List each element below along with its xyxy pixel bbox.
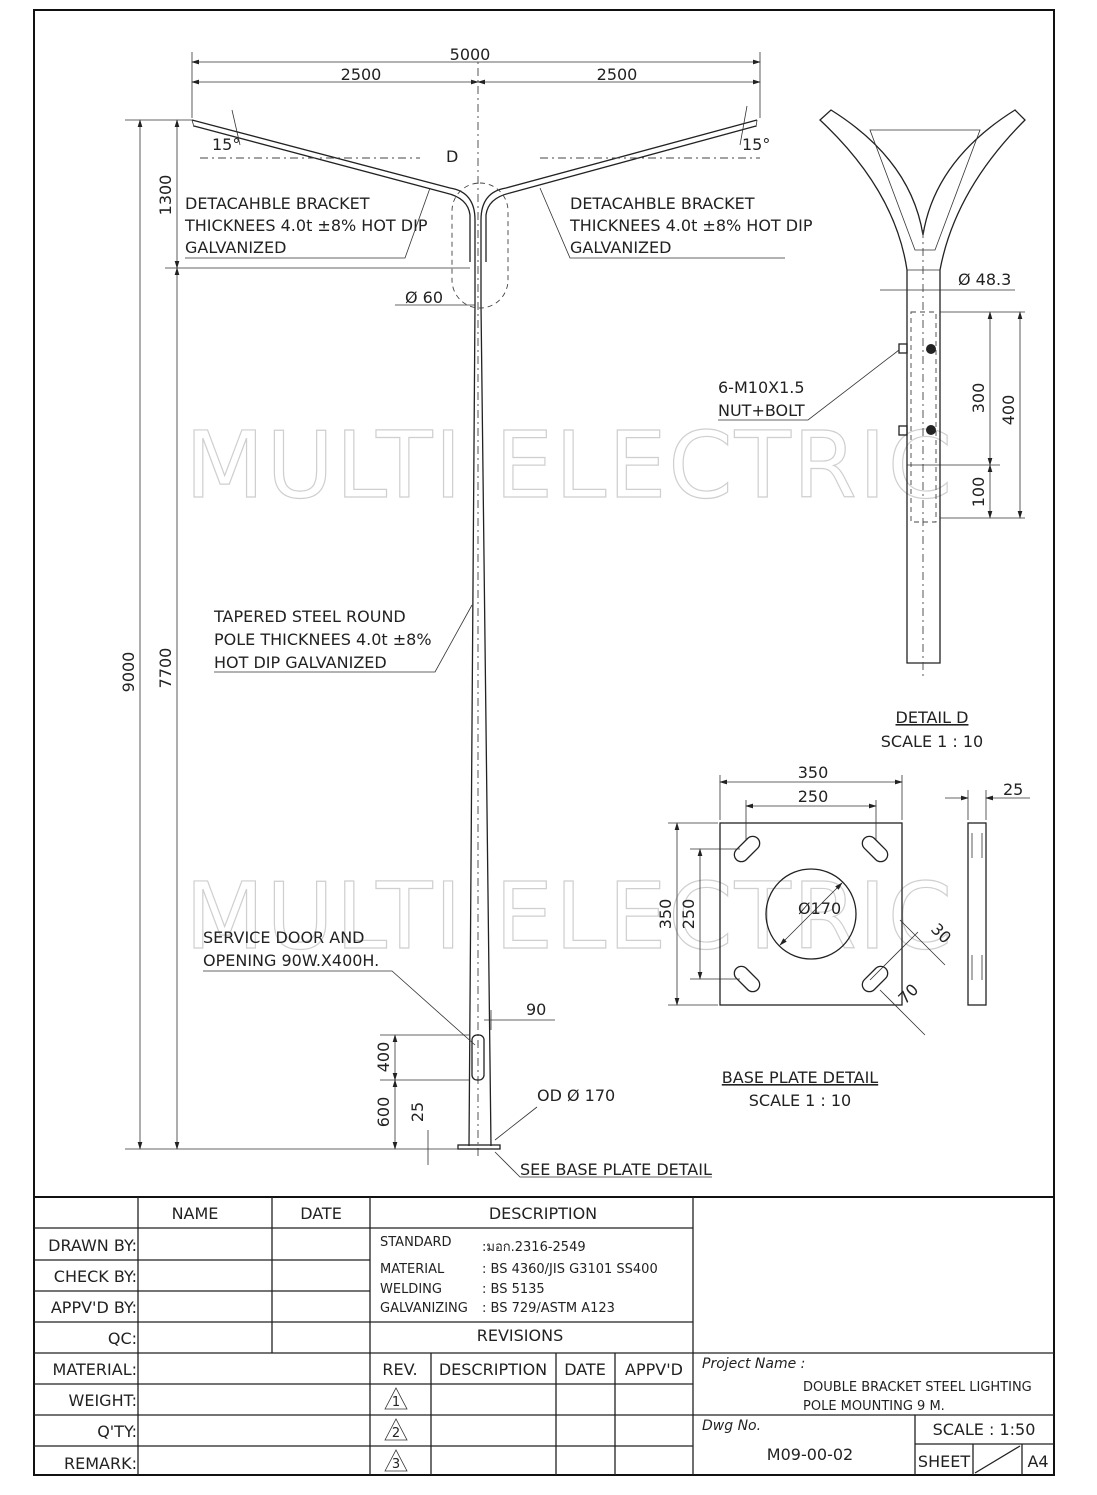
note-line: POLE THICKNEES 4.0t ±8%: [214, 630, 432, 649]
rev-col: DESCRIPTION: [439, 1360, 547, 1379]
pole-elevation: [191, 50, 760, 1160]
rev-number: 2: [392, 1426, 400, 1441]
dim-h350: 350: [656, 899, 675, 930]
rev-number: 3: [392, 1457, 400, 1472]
project-name: POLE MOUNTING 9 M.: [803, 1399, 945, 1414]
revisions-title: REVISIONS: [477, 1326, 563, 1345]
spec-value: : BS 5135: [482, 1282, 545, 1297]
dim-7700: 7700: [156, 648, 175, 689]
spec-label: WELDING: [380, 1282, 442, 1297]
dim-2500-left: 2500: [341, 65, 382, 84]
row-label: CHECK BY:: [54, 1267, 137, 1286]
rev-number: 1: [392, 1395, 400, 1410]
row-label: APPV'D BY:: [51, 1298, 137, 1317]
dim-w350: 350: [798, 763, 829, 782]
dim-25: 25: [408, 1102, 427, 1122]
pole-note: TAPERED STEEL ROUND POLE THICKNEES 4.0t …: [213, 604, 473, 673]
plate-side-view: [967, 822, 987, 1006]
dim-100: 100: [969, 477, 988, 508]
rev-col: REV.: [382, 1360, 417, 1379]
bracket-right-note: DETACAHBLE BRACKET THICKNEES 4.0t ±8% HO…: [539, 187, 813, 259]
header-date: DATE: [300, 1204, 342, 1223]
row-label: MATERIAL:: [53, 1360, 137, 1379]
spec-value: : BS 4360/JIS G3101 SS400: [482, 1262, 658, 1277]
header-name: NAME: [172, 1204, 219, 1223]
note-line: GALVANIZED: [570, 238, 671, 257]
row-label: DRAWN BY:: [48, 1236, 137, 1255]
left-dimensions: 9000 1300 7700 Ø 60: [119, 119, 475, 1150]
row-label: Q'TY:: [97, 1422, 137, 1441]
row-label: QC:: [108, 1329, 137, 1348]
sheet-label: SHEET: [918, 1452, 970, 1471]
sheet-size: A4: [1027, 1452, 1048, 1471]
project-name: DOUBLE BRACKET STEEL LIGHTING: [803, 1380, 1032, 1395]
bracket-left-note: DETACAHBLE BRACKET THICKNEES 4.0t ±8% HO…: [184, 187, 431, 259]
spec-label: STANDARD: [380, 1235, 452, 1250]
detail-d-scale: SCALE 1 : 10: [881, 732, 983, 751]
note-line: THICKNEES 4.0t ±8% HOT DIP: [184, 216, 428, 235]
see-base-plate-note: SEE BASE PLATE DETAIL: [520, 1160, 712, 1179]
note-line: HOT DIP GALVANIZED: [214, 653, 387, 672]
base-plate-scale: SCALE 1 : 10: [749, 1091, 851, 1110]
dwg-number: M09-00-02: [767, 1445, 853, 1464]
detail-d-callout: [451, 182, 509, 309]
detail-d-title: DETAIL D: [896, 708, 969, 727]
note-line: DETACAHBLE BRACKET: [570, 194, 755, 213]
dim-od-170: OD Ø 170: [537, 1086, 615, 1105]
title-block: NAME DATE DESCRIPTION DRAWN BY: CHECK BY…: [34, 1196, 1054, 1475]
top-dimensions: 5000 2500 2500 15° 15° D: [191, 45, 770, 166]
dim-dia-48: Ø 48.3: [958, 270, 1011, 289]
spec-value: :มอก.2316-2549: [482, 1240, 586, 1255]
dim-400: 400: [374, 1042, 393, 1073]
dim-1300: 1300: [156, 175, 175, 216]
spec-value: : BS 729/ASTM A123: [482, 1301, 615, 1316]
rev-col: APPV'D: [625, 1360, 683, 1379]
project-label: Project Name :: [702, 1356, 805, 1372]
note-line: GALVANIZED: [185, 238, 286, 257]
dim-300: 300: [969, 383, 988, 414]
dim-w250: 250: [798, 787, 829, 806]
base-dimensions: 90 400 600 25 OD Ø 170 SEE BASE PLATE DE…: [374, 1000, 712, 1179]
row-label: WEIGHT:: [69, 1391, 137, 1410]
detail-d: Ø 48.3 6-M10X1.5 NUT+BOLT 300 400 100 DE…: [718, 109, 1026, 751]
rev-col: DATE: [564, 1360, 606, 1379]
drawing-border: [33, 9, 1055, 1476]
dim-400-detail: 400: [999, 395, 1018, 426]
dim-slot-70: 70: [894, 980, 922, 1008]
dim-90: 90: [526, 1000, 546, 1019]
angle-left: 15°: [212, 135, 240, 154]
note-line: TAPERED STEEL ROUND: [213, 607, 406, 626]
dim-dia-60: Ø 60: [405, 288, 443, 307]
dim-2500-right: 2500: [597, 65, 638, 84]
spec-label: MATERIAL: [380, 1262, 445, 1277]
dim-plate-25: 25: [1003, 780, 1023, 799]
note-line: DETACAHBLE BRACKET: [185, 194, 370, 213]
angle-right: 15°: [742, 135, 770, 154]
door-note: SERVICE DOOR AND OPENING 90W.X400H.: [203, 928, 476, 1046]
scale: SCALE : 1:50: [933, 1420, 1036, 1439]
watermark: MULTI ELECTRIC: [185, 412, 954, 519]
dim-5000: 5000: [450, 45, 491, 64]
dwg-label: Dwg No.: [702, 1418, 761, 1434]
base-plate-title: BASE PLATE DETAIL: [722, 1068, 879, 1087]
bolt-note: 6-M10X1.5: [718, 378, 805, 397]
header-description: DESCRIPTION: [489, 1204, 597, 1223]
dim-9000: 9000: [119, 652, 138, 693]
note-line: OPENING 90W.X400H.: [203, 951, 379, 970]
note-line: THICKNEES 4.0t ±8% HOT DIP: [569, 216, 813, 235]
dim-hole-170: Ø170: [798, 899, 841, 918]
note-line: SERVICE DOOR AND: [203, 928, 364, 947]
spec-label: GALVANIZING: [380, 1301, 468, 1316]
bolt-note: NUT+BOLT: [718, 401, 805, 420]
detail-marker: D: [446, 147, 458, 166]
service-door: [471, 1034, 485, 1081]
dim-600: 600: [374, 1097, 393, 1128]
dim-h250: 250: [679, 899, 698, 930]
row-label: REMARK:: [64, 1454, 137, 1473]
